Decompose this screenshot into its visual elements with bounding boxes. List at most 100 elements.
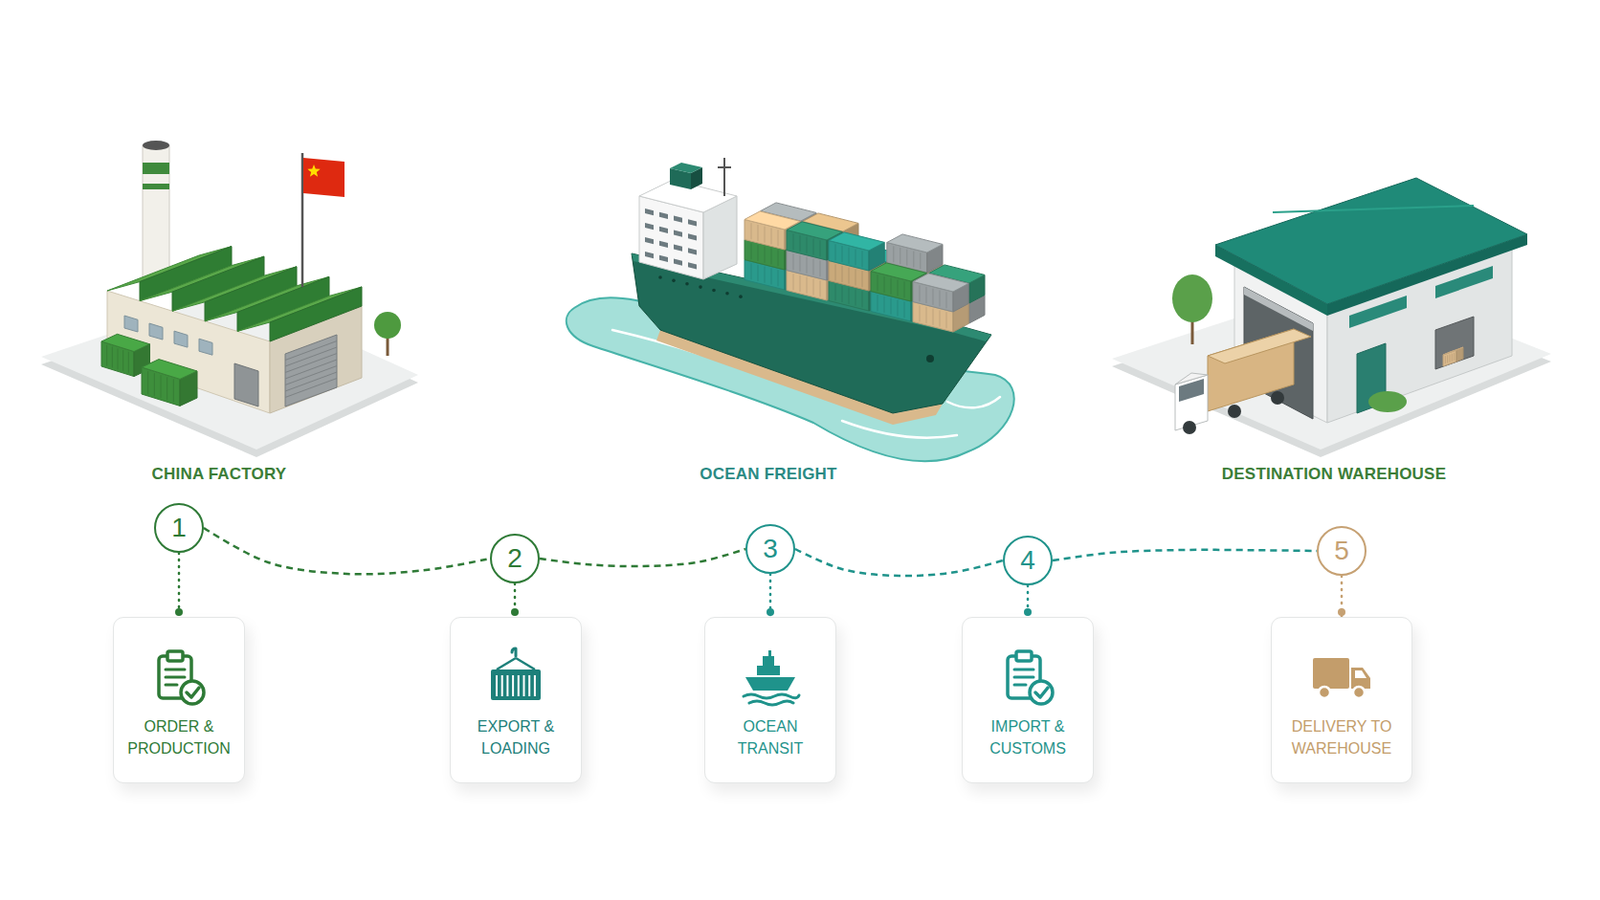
- container-rib: [855, 289, 857, 307]
- container-rib: [166, 377, 168, 400]
- step-link: [177, 553, 181, 618]
- illustration-part: [165, 667, 185, 671]
- illustration-part: [496, 658, 535, 670]
- container-rib: [793, 233, 795, 250]
- factory-window: [124, 315, 138, 333]
- container-rib: [117, 348, 119, 370]
- illustration-part: [1014, 667, 1034, 671]
- illustration-part: [511, 648, 516, 657]
- illustration-part: [167, 651, 183, 662]
- flag-pole: [301, 153, 305, 288]
- factory-door: [234, 363, 259, 407]
- container-rib: [1451, 354, 1453, 362]
- step-icon: [1311, 646, 1373, 709]
- factory-window: [174, 331, 188, 348]
- container-rib: [904, 301, 906, 318]
- step-circle: 2: [489, 533, 540, 584]
- container-rib: [877, 294, 879, 312]
- step-label: DELIVERY TO WAREHOUSE: [1279, 715, 1404, 760]
- flow-connector: [203, 528, 490, 575]
- container-rib: [890, 298, 892, 315]
- anchor-hole: [926, 355, 934, 363]
- flag: [303, 157, 345, 198]
- container-rib: [899, 247, 901, 265]
- container-rib: [800, 255, 801, 272]
- illustration-part: [756, 666, 780, 676]
- container-rib: [912, 251, 914, 268]
- container-rib: [764, 246, 766, 264]
- step-circle: 1: [154, 503, 204, 554]
- wave: [842, 421, 957, 439]
- container-rib: [926, 287, 928, 304]
- container-rib: [806, 257, 808, 274]
- porthole: [658, 275, 663, 280]
- side-door: [1435, 316, 1474, 370]
- porthole: [738, 294, 743, 299]
- factory-window: [199, 338, 213, 356]
- step-circle: 3: [745, 524, 796, 575]
- roller-door: [285, 334, 337, 407]
- illustration-part: [1016, 651, 1032, 662]
- container-rib: [855, 269, 857, 287]
- bridge-window: [688, 247, 697, 255]
- illustration-part: [533, 675, 536, 697]
- bridge-window: [659, 226, 668, 234]
- container-rib: [777, 249, 779, 267]
- bridge-window: [659, 255, 668, 263]
- step-number: 4: [1020, 547, 1036, 575]
- bridge-window: [659, 241, 668, 248]
- container-rib: [933, 288, 934, 306]
- illustration-part: [165, 675, 185, 679]
- connector-dot: [1337, 608, 1346, 617]
- container-rib: [897, 280, 899, 297]
- step-icon: [485, 646, 547, 709]
- container-rib: [939, 290, 941, 308]
- illustration-part: [511, 675, 514, 697]
- step-number: 3: [762, 535, 778, 563]
- bridge-window: [688, 219, 697, 226]
- container-rib: [897, 300, 899, 317]
- container-box: [101, 333, 151, 352]
- section-label: OCEAN FREIGHT: [699, 465, 837, 485]
- illustration-part: [495, 675, 498, 697]
- chimney-band: [142, 183, 170, 190]
- container-rib: [855, 249, 857, 267]
- step-icon: [739, 646, 801, 709]
- illustration-part: [165, 683, 178, 687]
- container-rib: [793, 253, 795, 270]
- sawtooth-roof: [269, 287, 362, 342]
- illustration-part: [1312, 658, 1350, 689]
- container-rib: [835, 264, 837, 281]
- container-rib: [906, 249, 908, 267]
- ship-hull: [631, 253, 992, 414]
- illustration-part: [1035, 688, 1048, 698]
- bridge-window: [688, 233, 697, 241]
- truck-cargo: [1207, 329, 1312, 364]
- container-box: [141, 359, 198, 380]
- illustration-part: [528, 675, 531, 697]
- step-card: IMPORT & CUSTOMS: [961, 617, 1094, 784]
- container-rib: [862, 250, 864, 267]
- bridge-window: [673, 216, 683, 223]
- step-icon: [148, 646, 210, 709]
- bridge-window: [673, 244, 683, 252]
- illustration-part: [180, 681, 204, 705]
- container-rib: [800, 235, 801, 252]
- step-card: OCEAN TRANSIT: [704, 617, 837, 784]
- step-number: 1: [171, 514, 187, 542]
- roof-ridge: [1272, 205, 1474, 213]
- container-rib: [771, 268, 773, 286]
- illustration-part: [1014, 683, 1026, 687]
- flow-connector: [539, 549, 746, 567]
- container-rib: [842, 266, 844, 283]
- container-box: [887, 234, 943, 253]
- factory-illustration: [41, 140, 419, 458]
- container-rib: [751, 243, 753, 260]
- container-rib: [771, 228, 773, 245]
- container-rib: [862, 290, 864, 308]
- roof-edge: [1327, 234, 1528, 316]
- flag-star: [307, 164, 320, 178]
- container-rib: [939, 311, 941, 328]
